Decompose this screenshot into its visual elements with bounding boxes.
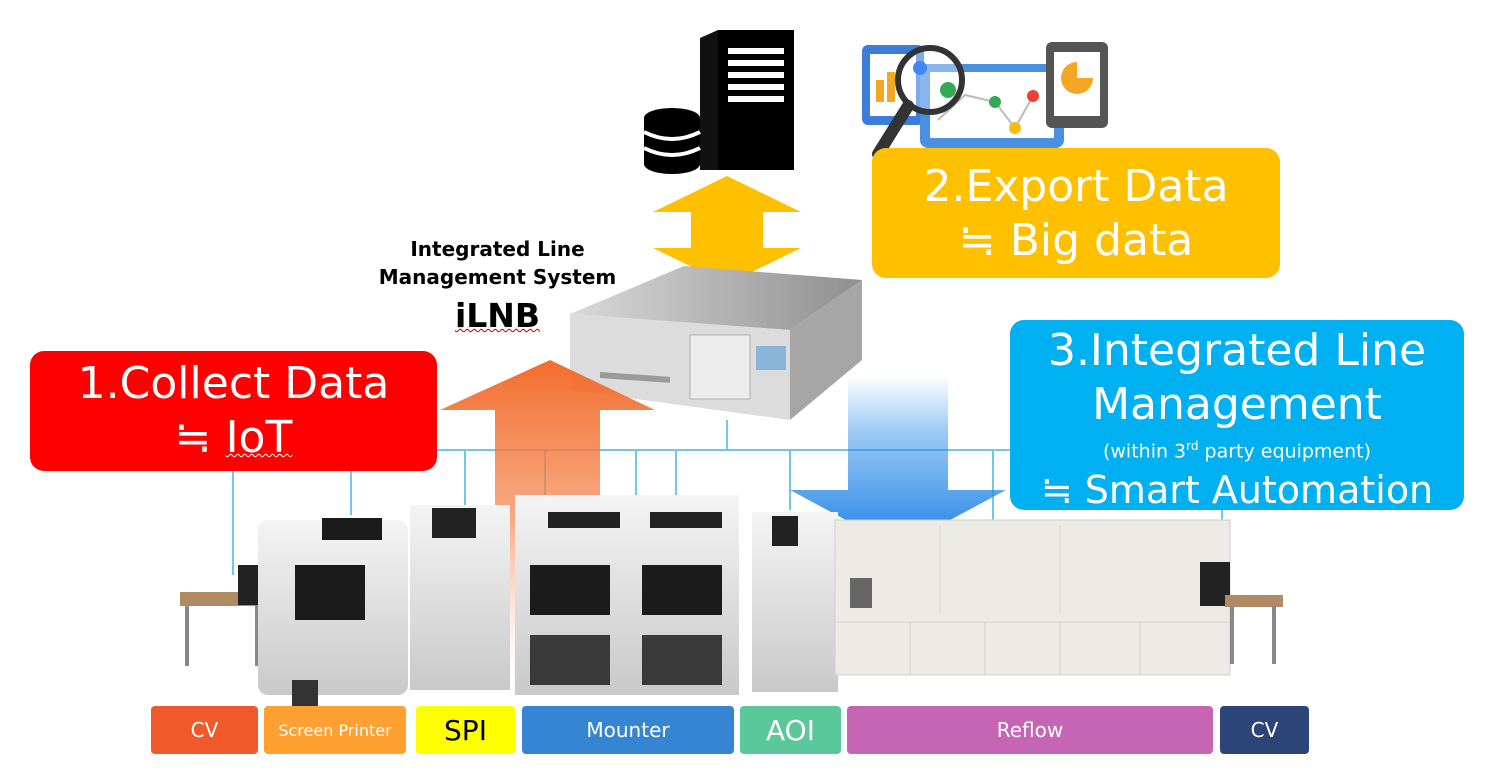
label-reflow: Reflow <box>847 706 1213 754</box>
smt-production-line-icon <box>180 495 1283 708</box>
system-label-line2: Management System <box>378 265 617 289</box>
tablet-pie-chart-icon <box>1046 42 1108 128</box>
callout-collect-title: 1.Collect Data <box>77 358 390 409</box>
callout-integrated-subtitle: ≒ Smart Automation <box>1040 468 1434 513</box>
download-arrow-icon <box>790 375 1006 548</box>
label-cv-in: CV <box>151 706 258 754</box>
callout-collect-data: 1.Collect Data ≒ IoT <box>30 351 437 471</box>
callout-integrated-title: 3.Integrated Line <box>1047 325 1427 376</box>
double-arrow-icon <box>653 176 801 284</box>
label-mounter: Mounter <box>522 706 734 754</box>
system-name: iLNB <box>454 296 541 335</box>
callout-integrated-line-management: 3.Integrated Line Management (within 3rd… <box>1010 320 1464 512</box>
callout-integrated-note: (within 3rd party equipment) <box>1102 439 1372 463</box>
analytics-magnifier-icon <box>862 45 1064 160</box>
label-screen-printer: Screen Printer <box>264 706 406 754</box>
callout-collect-subtitle: ≒ IoT <box>174 412 293 463</box>
system-label: Integrated Line Management System iLNB <box>355 235 640 341</box>
label-aoi: AOI <box>740 706 841 754</box>
callout-export-data: 2.Export Data ≒ Big data <box>872 148 1280 278</box>
system-label-line1: Integrated Line <box>410 237 585 261</box>
callout-export-title: 2.Export Data <box>923 161 1229 212</box>
callout-export-subtitle: ≒ Big data <box>958 215 1194 266</box>
database-server-icon <box>643 30 794 174</box>
server-appliance-icon <box>570 266 862 420</box>
callout-integrated-title-2: Management <box>1092 379 1382 430</box>
label-spi: SPI <box>416 706 515 754</box>
label-cv-out: CV <box>1220 706 1309 754</box>
